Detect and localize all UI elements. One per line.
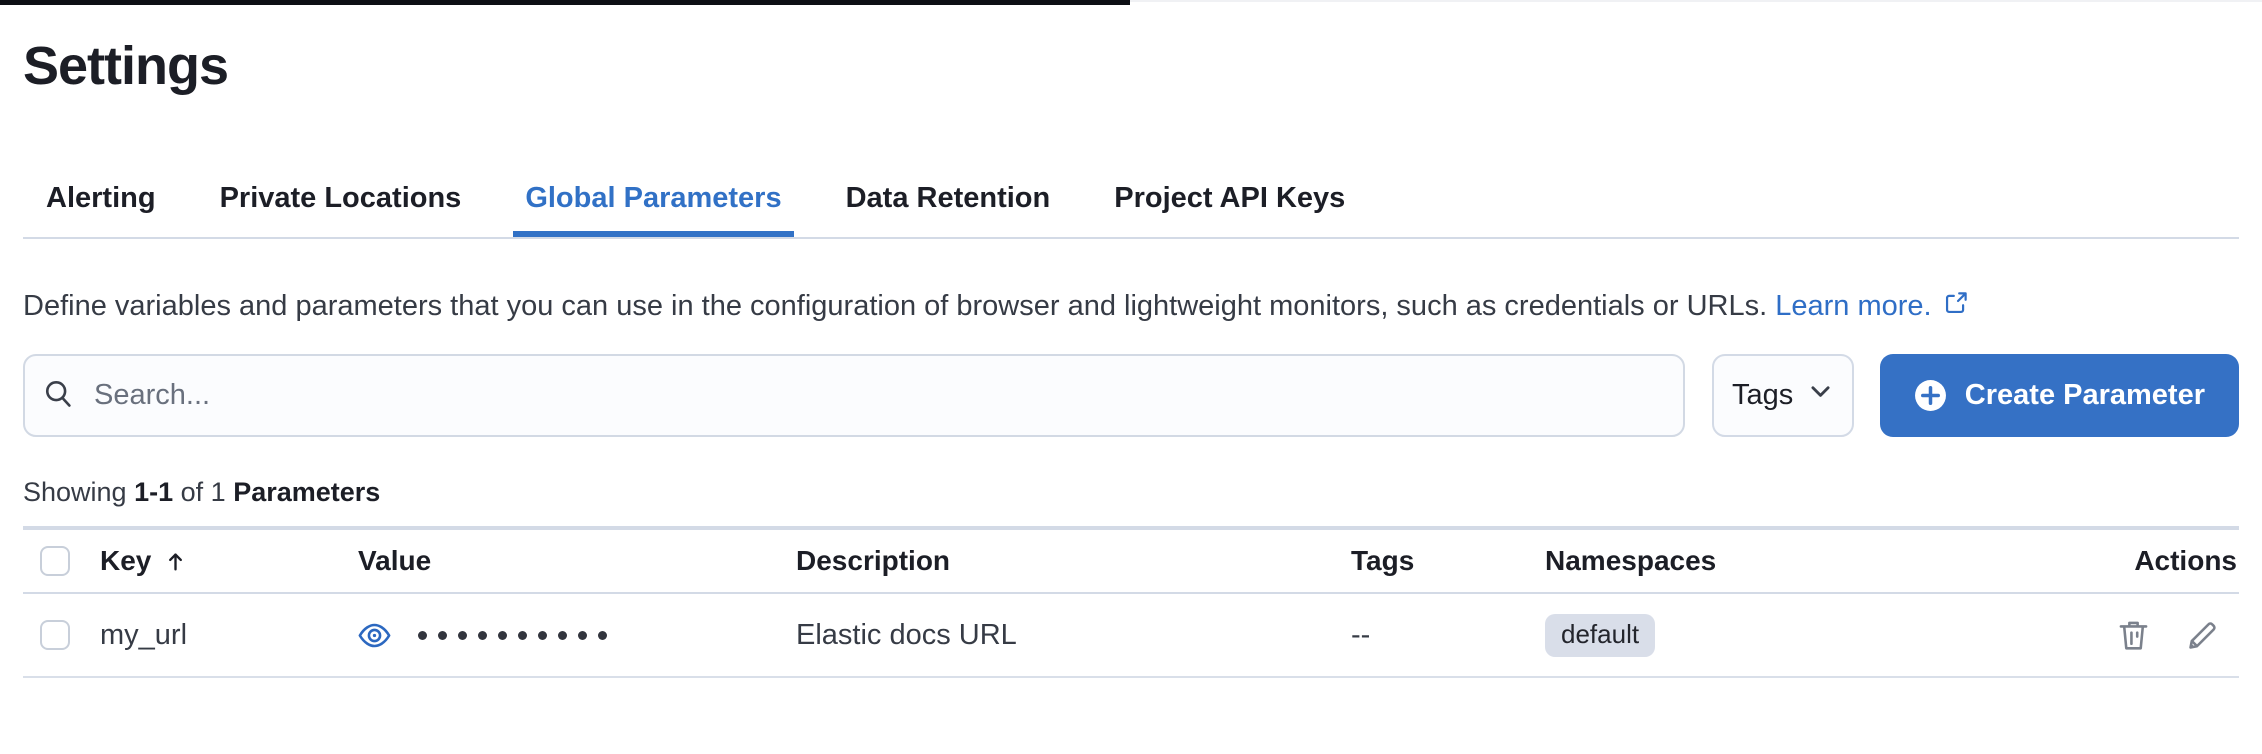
column-header-tags[interactable]: Tags <box>1351 545 1415 576</box>
window-top-edge <box>0 0 1130 5</box>
tab-alerting[interactable]: Alerting <box>46 182 156 214</box>
select-all-checkbox[interactable] <box>40 546 70 576</box>
chevron-down-icon <box>1807 378 1834 413</box>
tab-private-locations[interactable]: Private Locations <box>219 182 462 214</box>
search-box[interactable] <box>23 354 1686 437</box>
results-entity: Parameters <box>233 477 381 507</box>
search-input[interactable] <box>94 379 1666 412</box>
masked-value-dots <box>418 630 607 640</box>
trash-icon[interactable] <box>2117 619 2150 652</box>
row-tags: -- <box>1351 618 1371 651</box>
tags-filter-button[interactable]: Tags <box>1712 354 1854 437</box>
create-parameter-button[interactable]: Create Parameter <box>1879 354 2239 437</box>
page-title: Settings <box>23 36 229 96</box>
row-checkbox[interactable] <box>40 620 70 650</box>
row-value <box>358 619 607 652</box>
eye-icon[interactable] <box>358 619 391 652</box>
column-header-actions: Actions <box>2134 545 2237 576</box>
namespace-badge: default <box>1545 613 1656 657</box>
top-hairline <box>1130 0 2262 2</box>
settings-page: Settings Alerting Private Locations Glob… <box>23 36 2239 678</box>
magnifier-icon <box>43 378 74 414</box>
row-description: Elastic docs URL <box>796 618 1017 651</box>
table-controls: Tags Create Parameter <box>23 354 2239 437</box>
table-row: my_url Elastic docs URL -- default <box>23 594 2239 678</box>
external-link-icon <box>1942 283 1969 334</box>
page-description: Define variables and parameters that you… <box>23 281 2183 334</box>
tab-global-parameters[interactable]: Global Parameters <box>513 180 793 237</box>
tab-data-retention[interactable]: Data Retention <box>845 182 1051 214</box>
column-header-description[interactable]: Description <box>796 545 951 576</box>
description-text: Define variables and parameters that you… <box>23 290 1768 322</box>
row-key: my_url <box>100 618 188 651</box>
plus-in-circle-icon <box>1914 379 1947 412</box>
pencil-icon[interactable] <box>2186 619 2219 652</box>
column-header-value[interactable]: Value <box>358 545 432 576</box>
column-header-namespaces[interactable]: Namespaces <box>1545 545 1717 576</box>
settings-tabs: Alerting Private Locations Global Parame… <box>23 180 2239 239</box>
results-summary: Showing 1-1 of 1 Parameters <box>23 477 381 507</box>
tab-project-api-keys[interactable]: Project API Keys <box>1114 182 1346 214</box>
results-range: 1-1 <box>134 477 174 507</box>
column-header-key[interactable]: Key <box>83 545 350 577</box>
learn-more-link[interactable]: Learn more. <box>1775 290 1968 322</box>
table-header-row: Key Value Description Tags Namespaces Ac… <box>23 530 2239 594</box>
table-top-divider <box>23 526 2239 530</box>
sort-ascending-arrow-icon <box>163 549 188 574</box>
